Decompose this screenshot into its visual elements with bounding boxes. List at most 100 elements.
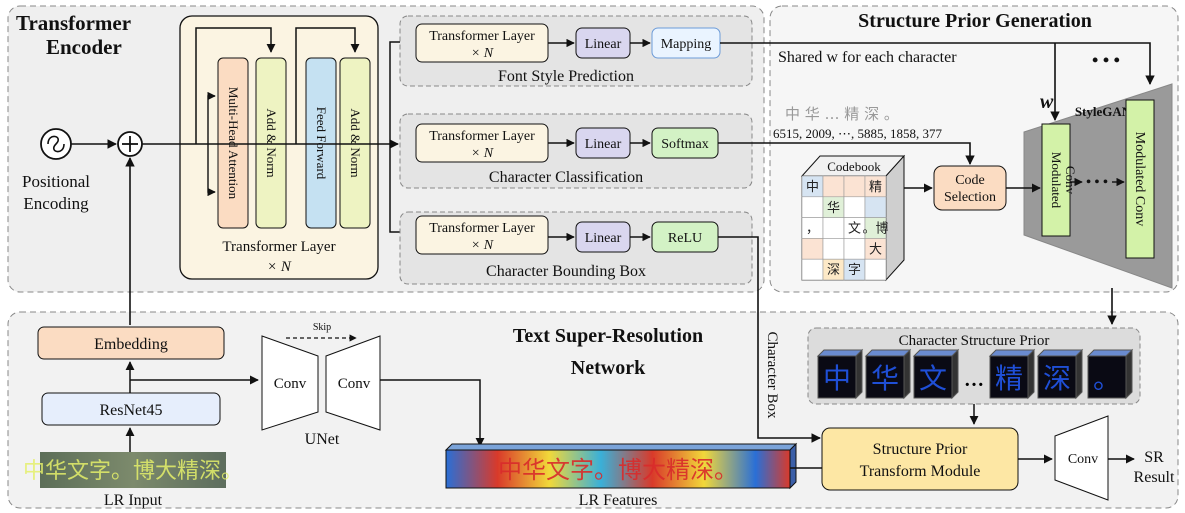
codebook-char: 大 [869,242,882,257]
prior-cube [865,355,905,399]
codebook-cell [822,217,845,239]
relu-label: ReLU [668,231,702,246]
prior-cube [817,355,857,399]
sr-title-1: Text Super-Resolution [513,325,703,347]
embedding-label: Embedding [94,336,168,353]
mha-block [217,57,249,229]
stylegan-label: StyleGAN [1075,104,1132,119]
codebook-cell [864,196,887,218]
prior-title: Structure Prior Generation [858,10,1092,32]
prior-cube-side [1075,348,1083,400]
bbox-linear-label: Linear [585,231,622,246]
lr-input-text: 中华文字。博大精深。 [23,459,243,484]
sr-result-label-2: Result [1134,469,1175,486]
feed-forward-block [305,57,337,229]
prior-cube-side [1125,348,1133,400]
bbox-tl-label-2: × N [471,238,494,253]
class-tl-label-2: × N [471,146,494,161]
prior-char: 华 [871,362,899,395]
font-linear-label: Linear [585,37,622,52]
font-style-label: Font Style Prediction [498,68,634,85]
bbox-tl-label-1: Transformer Layer [429,221,535,236]
codebook-char: 华 [827,201,840,216]
prior-char: 精 [995,362,1023,395]
codebook-char: 字 [848,263,861,278]
positional-label-1: Positional [22,172,90,191]
encoder-title-2: Encoder [46,35,122,59]
prior-cube-side [951,348,959,400]
add-norm-block-1 [255,57,287,229]
codebook-char: 文 [848,222,861,237]
mod-conv-2-label: Modulated Conv [1132,132,1147,227]
spt-module-box [821,427,1019,491]
codebook-cell [843,175,866,198]
prior-cube [913,355,953,399]
unet-conv-2: Conv [338,376,371,392]
output-conv-shape [1054,415,1109,501]
embedding-box [37,326,225,360]
prior-top-dots: • • • [1092,50,1120,70]
lr-features-text: 中华文字。博大精深。 [498,456,738,484]
transformer-layer-label-1: Transformer Layer [222,239,335,255]
prior-char: 文 [919,362,947,395]
codebook-cell [822,238,845,260]
mod-conv-1-label-1: Modulated [1049,152,1064,209]
prior-char: 深 [1043,362,1071,395]
codebook-cell [843,196,866,218]
shared-w-label: Shared w for each character [778,49,957,66]
prior-indices: 6515, 2009, ⋯, 5885, 1858, 377 [773,126,943,141]
softmax-label: Softmax [661,137,708,152]
class-tl-label-1: Transformer Layer [429,129,535,144]
resnet-box [41,392,221,426]
codebook-char: 。博 [862,222,888,237]
lr-features-block [444,442,798,490]
prior-cube [989,355,1029,399]
font-tl-label-1: Transformer Layer [429,29,535,44]
prior-cube-side [855,348,863,400]
codebook-cell [801,238,824,260]
prior-cube-top [864,349,912,357]
prior-char: 。 [1093,362,1121,395]
prior-cube-top [1036,349,1084,357]
code-selection-label-2: Selection [944,190,996,205]
prior-cube [1037,355,1077,399]
char-class-label: Character Classification [489,169,643,186]
add-norm-label-1: Add & Norm [264,108,279,177]
w-symbol: w [1040,91,1054,113]
font-tl-label-2: × N [471,46,494,61]
mapping-label: Mapping [661,37,712,52]
prior-cube-top [816,349,864,357]
prior-chars-row: 中 华 … 精 深 。 [785,105,899,123]
lr-input-image [40,452,226,488]
class-linear-label: Linear [585,137,622,152]
unet-conv-1: Conv [274,376,307,392]
codebook-cell [801,258,824,281]
unet-label: UNet [305,431,340,448]
add-norm-label-2: Add & Norm [348,108,363,177]
bbox-tl-box [415,215,549,255]
spt-label-1: Structure Prior [873,441,968,458]
codebook-cell [801,196,824,218]
modulated-conv-1 [1041,123,1071,237]
codebook-cell [843,238,866,260]
sr-title-2: Network [571,357,646,379]
prior-char: 中 [823,362,851,395]
prior-cube-side [1027,348,1035,400]
sr-result-label-1: SR [1144,449,1164,466]
transformer-layer-label-2: × N [267,259,292,275]
codebook-grid: 中精华，文。博大深字 [801,175,889,281]
prior-ellipsis: … [964,369,984,391]
spt-label-2: Transform Module [860,463,981,480]
prior-cube [1087,355,1127,399]
add-norm-block-2 [339,57,371,229]
resnet-label: ResNet45 [99,402,162,419]
codebook-char: ， [806,222,819,237]
positional-label-2: Encoding [23,194,89,213]
code-selection-label-1: Code [955,173,985,188]
prior-cube-top [988,349,1036,357]
conv-dots: • • • [1086,175,1108,190]
codebook-label: Codebook [827,159,881,174]
prior-chars-row: 中华文 … 精深。 [816,348,1134,400]
